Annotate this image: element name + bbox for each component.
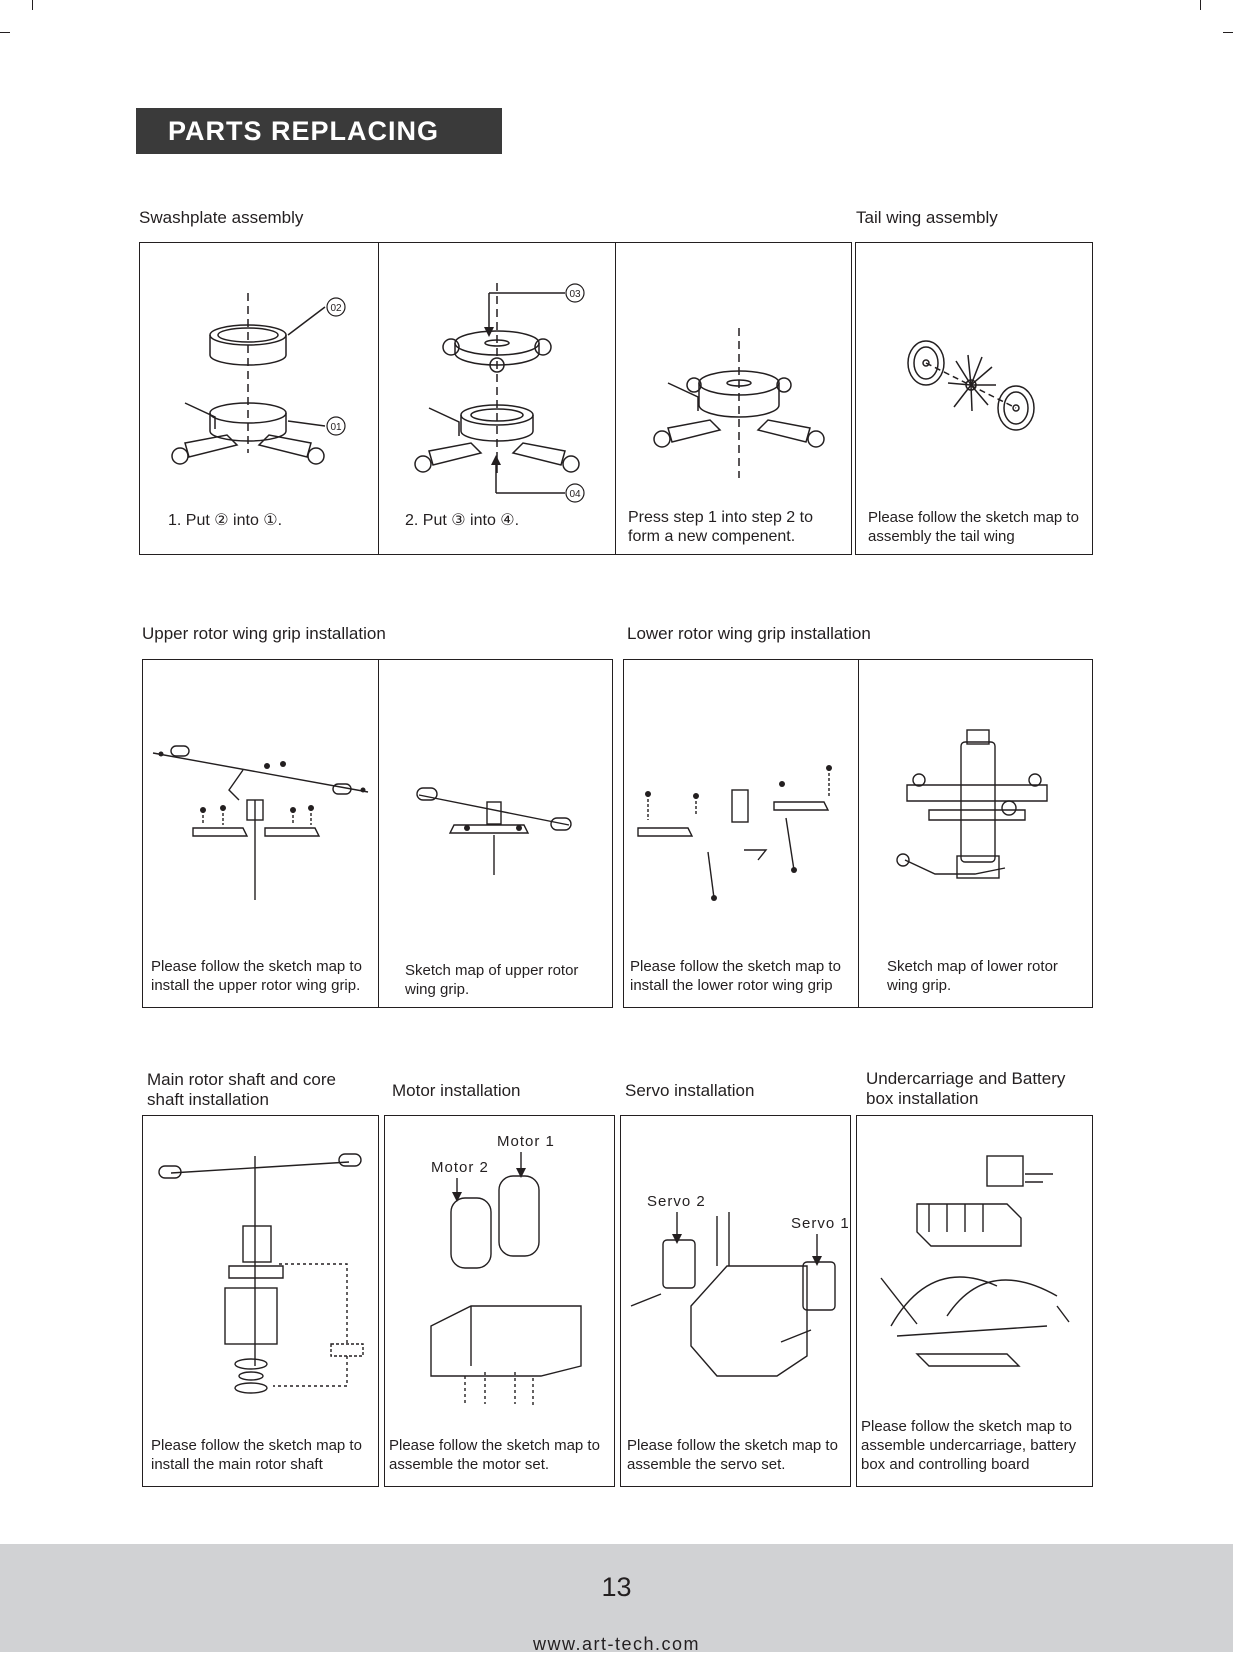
- motor-caption: Please follow the sketch map to assemble…: [389, 1437, 600, 1473]
- servo-2-label: Servo 2: [647, 1193, 706, 1210]
- servo-1-label: Servo 1: [791, 1215, 850, 1232]
- lower-rotor-exploded-illustration: [637, 765, 832, 901]
- footer-url[interactable]: www.art-tech.com: [532, 1634, 701, 1654]
- swashplate-lower-illustration: 02 01: [171, 293, 346, 465]
- motor-1-label: Motor 1: [497, 1133, 555, 1150]
- upper-rotor-install-caption: Please follow the sketch map to install …: [151, 958, 362, 994]
- lower-rotor-sketch-caption: Sketch map of lower rotor wing grip.: [887, 958, 1058, 994]
- marker-04: 04: [569, 489, 581, 500]
- footer-bar: [0, 1544, 1233, 1652]
- servo-caption: Please follow the sketch map to assemble…: [627, 1437, 838, 1473]
- undercarriage-illustration: [880, 1155, 1070, 1367]
- crop-mark: [0, 32, 10, 33]
- lower-rotor-assembled-illustration: [896, 729, 1048, 879]
- main-shaft-cell: Please follow the sketch map to install …: [143, 1116, 378, 1486]
- motor-title: Motor installation: [392, 1081, 521, 1100]
- servo-illustration: Servo 2 Servo 1: [630, 1193, 850, 1377]
- lower-rotor-title: Lower rotor wing grip installation: [627, 624, 871, 643]
- upper-rotor-sketch-caption: Sketch map of upper rotor wing grip.: [405, 962, 579, 998]
- marker-02: 02: [330, 303, 342, 314]
- servo-panel: Servo 2 Servo 1 Please follow the sketch…: [620, 1115, 851, 1487]
- undercarriage-panel: Please follow the sketch map to assemble…: [856, 1115, 1093, 1487]
- section-banner: PARTS REPLACING: [136, 108, 502, 154]
- motor-illustration: Motor 1 Motor 2: [430, 1133, 582, 1406]
- marker-03: 03: [569, 289, 581, 300]
- upper-rotor-assembled-illustration: [416, 787, 572, 875]
- step1-caption: 1. Put ② into ①.: [168, 512, 283, 529]
- swashplate-panel: 02 01 1. Put ② into ①.: [139, 242, 852, 555]
- tail-wing-illustration: [907, 340, 1035, 431]
- upper-rotor-sketch-cell: Sketch map of upper rotor wing grip.: [378, 660, 612, 1007]
- swashplate-assembled-illustration: [653, 328, 825, 478]
- marker-01: 01: [330, 422, 342, 433]
- swashplate-title: Swashplate assembly: [139, 208, 304, 227]
- motor-cell: Motor 1 Motor 2 Please follow the sketch…: [385, 1116, 614, 1486]
- servo-cell: Servo 2 Servo 1 Please follow the sketch…: [621, 1116, 850, 1486]
- step3-caption: Press step 1 into step 2 to form a new c…: [628, 509, 813, 545]
- main-shaft-panel: Please follow the sketch map to install …: [142, 1115, 379, 1487]
- swashplate-step3: Press step 1 into step 2 to form a new c…: [615, 243, 853, 554]
- upper-rotor-install-cell: Please follow the sketch map to install …: [143, 660, 378, 1007]
- page-number: 13: [601, 1572, 632, 1602]
- main-shaft-title: Main rotor shaft and core shaft installa…: [147, 1070, 336, 1109]
- undercarriage-cell: Please follow the sketch map to assemble…: [857, 1116, 1092, 1486]
- motor-panel: Motor 1 Motor 2 Please follow the sketch…: [384, 1115, 615, 1487]
- tail-wing-panel: Please follow the sketch map to assembly…: [855, 242, 1093, 555]
- tail-wing-cell: Please follow the sketch map to assembly…: [856, 243, 1092, 554]
- crop-mark: [1223, 32, 1233, 33]
- swashplate-step1: 02 01 1. Put ② into ①.: [140, 243, 378, 554]
- crop-mark: [1200, 0, 1201, 10]
- motor-2-label: Motor 2: [431, 1159, 489, 1176]
- main-shaft-illustration: [158, 1153, 364, 1394]
- upper-rotor-title: Upper rotor wing grip installation: [142, 624, 386, 643]
- lower-rotor-install-caption: Please follow the sketch map to install …: [630, 958, 841, 994]
- tail-wing-caption: Please follow the sketch map to assembly…: [868, 509, 1079, 545]
- main-shaft-caption: Please follow the sketch map to install …: [151, 1437, 362, 1473]
- lower-rotor-sketch-cell: Sketch map of lower rotor wing grip.: [858, 660, 1092, 1007]
- upper-rotor-exploded-illustration: [152, 745, 369, 900]
- swashplate-step2: 03 04 2. Put ③ into ④.: [378, 243, 615, 554]
- undercarriage-title: Undercarriage and Battery box installati…: [866, 1069, 1066, 1108]
- upper-rotor-panel: Please follow the sketch map to install …: [142, 659, 613, 1008]
- servo-title: Servo installation: [625, 1081, 755, 1100]
- crop-mark: [32, 0, 33, 10]
- step2-caption: 2. Put ③ into ④.: [405, 512, 520, 529]
- lower-rotor-install-cell: Please follow the sketch map to install …: [624, 660, 858, 1007]
- undercarriage-caption: Please follow the sketch map to assemble…: [861, 1418, 1077, 1473]
- swashplate-upper-illustration: 03 04: [414, 283, 585, 503]
- tail-wing-title: Tail wing assembly: [856, 208, 998, 227]
- lower-rotor-panel: Please follow the sketch map to install …: [623, 659, 1093, 1008]
